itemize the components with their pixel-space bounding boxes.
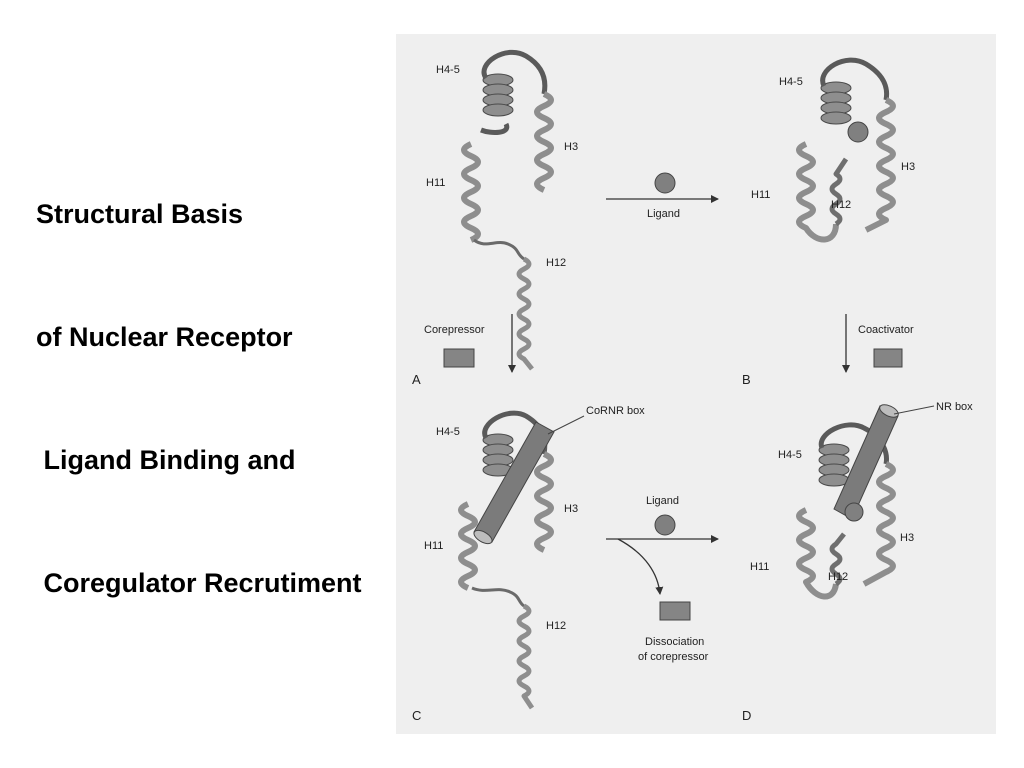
corepressor-arrow-group: Corepressor — [424, 314, 516, 373]
panel-a-h11-helix — [461, 141, 481, 243]
panel-a-label-h45: H4-5 — [436, 64, 460, 76]
dissociated-corepressor-box — [659, 601, 691, 621]
panel-c-letter: C — [412, 708, 421, 723]
panel-c-label-h3: H3 — [564, 503, 578, 515]
coactivator-arrow-group: Coactivator — [842, 314, 914, 373]
panel-c-cornr-box-label: CoRNR box — [586, 405, 645, 417]
panel-d-letter: D — [742, 708, 751, 723]
corepressor-box — [443, 348, 475, 368]
panel-d-h45-helix — [818, 443, 850, 487]
dissociation-label-line1: Dissociation — [645, 636, 704, 648]
panel-a-h45-helix — [482, 73, 514, 117]
panel-c-label-h12: H12 — [546, 620, 566, 632]
panel-d-h3-helix — [862, 461, 896, 587]
panel-b-label-h45: H4-5 — [779, 76, 803, 88]
title-line-1: Structural Basis — [36, 199, 244, 229]
corepressor-label: Corepressor — [424, 324, 485, 336]
panel-d-bound-ligand — [844, 502, 864, 522]
panel-b-h3-helix — [864, 97, 896, 233]
panel-c-h45-helix — [482, 433, 514, 477]
panel-d-nr-box-label: NR box — [936, 401, 973, 413]
panel-b-h45-helix — [820, 81, 852, 125]
bottom-ligand-arrow-group: Ligand Dissociation of corepressor — [606, 495, 719, 663]
panel-a-label-h3: H3 — [564, 141, 578, 153]
panel-b-label-h3: H3 — [901, 161, 915, 173]
coactivator-box — [873, 348, 903, 368]
panel-b-h12-helix — [829, 157, 849, 227]
top-ligand-arrow-group: Ligand — [606, 172, 719, 220]
panel-c-h3-helix — [534, 451, 554, 553]
panel-c: CoRNR box H4-5 H3 H11 H12 C — [412, 405, 645, 723]
coactivator-label: Coactivator — [858, 324, 914, 336]
dissociation-arrow — [617, 538, 664, 595]
panel-a-h3-helix — [534, 91, 554, 193]
panel-c-h12-helix — [516, 603, 535, 710]
panel-b-label-h11: H11 — [751, 189, 770, 201]
top-ligand-label: Ligand — [647, 208, 680, 220]
panel-b: H4-5 H3 H11 H12 B — [742, 57, 915, 387]
panel-b-bound-ligand — [847, 121, 869, 143]
panel-a-label-h11: H11 — [426, 177, 445, 189]
panel-b-letter: B — [742, 372, 751, 387]
panel-d-label-h45: H4-5 — [778, 449, 802, 461]
panel-c-h11-helix — [458, 501, 478, 591]
panel-d-label-h11: H11 — [750, 561, 769, 573]
slide-title: Structural Basis of Nuclear Receptor Lig… — [36, 112, 362, 645]
panel-d-h11-helix — [796, 507, 839, 600]
panel-a-letter: A — [412, 372, 421, 387]
panel-a-label-h12: H12 — [546, 257, 566, 269]
panel-b-h11-helix — [796, 141, 839, 243]
bottom-ligand-label: Ligand — [646, 495, 679, 507]
receptor-diagram: H4-5 H3 H11 H12 A H4-5 H3 H11 — [412, 49, 973, 723]
panel-c-cornr-box-cylinder — [473, 421, 555, 545]
panel-c-label-h45: H4-5 — [436, 426, 460, 438]
panel-d-label-h12: H12 — [828, 571, 848, 583]
panel-d: NR box H4-5 H3 H11 H12 D — [742, 401, 973, 723]
panel-a-h12-helix — [516, 256, 534, 371]
title-line-2: of Nuclear Receptor — [36, 322, 293, 352]
title-line-4: Coregulator Recrutiment — [36, 568, 362, 598]
panel-a: H4-5 H3 H11 H12 A — [412, 49, 578, 387]
panel-b-label-h12: H12 — [831, 199, 851, 211]
bottom-free-ligand — [654, 514, 676, 536]
title-line-3: Ligand Binding and — [36, 445, 296, 475]
panel-d-label-h3: H3 — [900, 532, 914, 544]
panel-c-label-h11: H11 — [424, 540, 443, 552]
dissociation-label-line2: of corepressor — [638, 651, 709, 663]
receptor-figure: H4-5 H3 H11 H12 A H4-5 H3 H11 — [396, 34, 996, 734]
panel-d-h12-helix — [829, 532, 846, 587]
top-free-ligand — [654, 172, 676, 194]
